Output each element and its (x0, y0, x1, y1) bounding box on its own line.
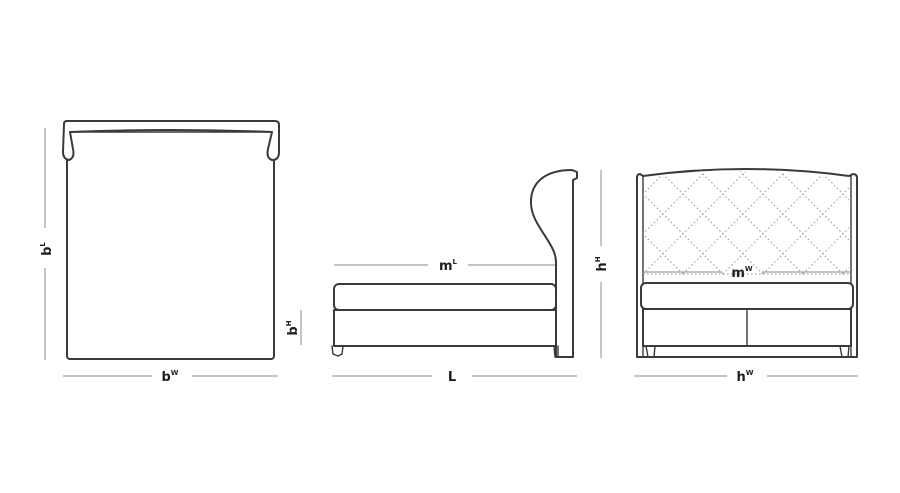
front-mattress-label: m (731, 266, 745, 281)
side-view-leg-left (331, 345, 344, 357)
top-view-headboard (62, 120, 280, 161)
front-width-label-sup: W (746, 369, 754, 377)
top-view (62, 120, 280, 360)
top-depth-label-sup: L (39, 242, 47, 247)
top-view-mattress (66, 129, 275, 360)
side-view-headboard (529, 169, 578, 358)
side-base-height-label: b (286, 326, 301, 335)
top-width-label: b (161, 370, 170, 385)
side-mattress-label-sup: L (453, 258, 458, 266)
side-view-mattress (333, 283, 557, 311)
svg-text:mL: mL (439, 258, 458, 274)
front-height-label: h (595, 262, 610, 271)
front-view (636, 168, 858, 358)
front-width-dimension: hW (634, 369, 858, 385)
side-length-dimension: L (332, 370, 577, 385)
front-view-leg-left (645, 345, 656, 358)
front-view-leg-right (839, 345, 850, 358)
front-height-label-sup: H (594, 256, 602, 262)
top-width-dimension: bW (63, 369, 278, 385)
side-view-leg-right (553, 345, 559, 358)
side-base-height-label-sup: H (285, 320, 293, 326)
svg-text:bL: bL (39, 242, 55, 256)
front-mattress-label-sup: W (745, 265, 753, 273)
svg-text:bH: bH (285, 320, 301, 335)
side-view-base (333, 309, 557, 347)
svg-text:mW: mW (731, 265, 753, 281)
side-mattress-dimension: mL (334, 258, 555, 274)
front-view-quilting (643, 171, 849, 274)
front-mattress-dimension: mW (643, 265, 851, 281)
top-width-label-sup: W (171, 369, 179, 377)
front-width-label: h (737, 370, 746, 385)
svg-text:L: L (448, 370, 456, 385)
svg-text:bW: bW (161, 369, 178, 385)
top-depth-label: b (40, 247, 55, 256)
side-length-label: L (448, 370, 456, 385)
side-view (331, 169, 578, 358)
side-base-height-dimension: bH (285, 310, 302, 345)
front-view-mattress (640, 282, 854, 310)
side-mattress-label: m (439, 259, 453, 274)
svg-text:hH: hH (594, 256, 610, 271)
svg-text:hW: hW (737, 369, 754, 385)
front-height-dimension: hH (594, 170, 610, 358)
top-depth-dimension: bL (39, 128, 55, 360)
